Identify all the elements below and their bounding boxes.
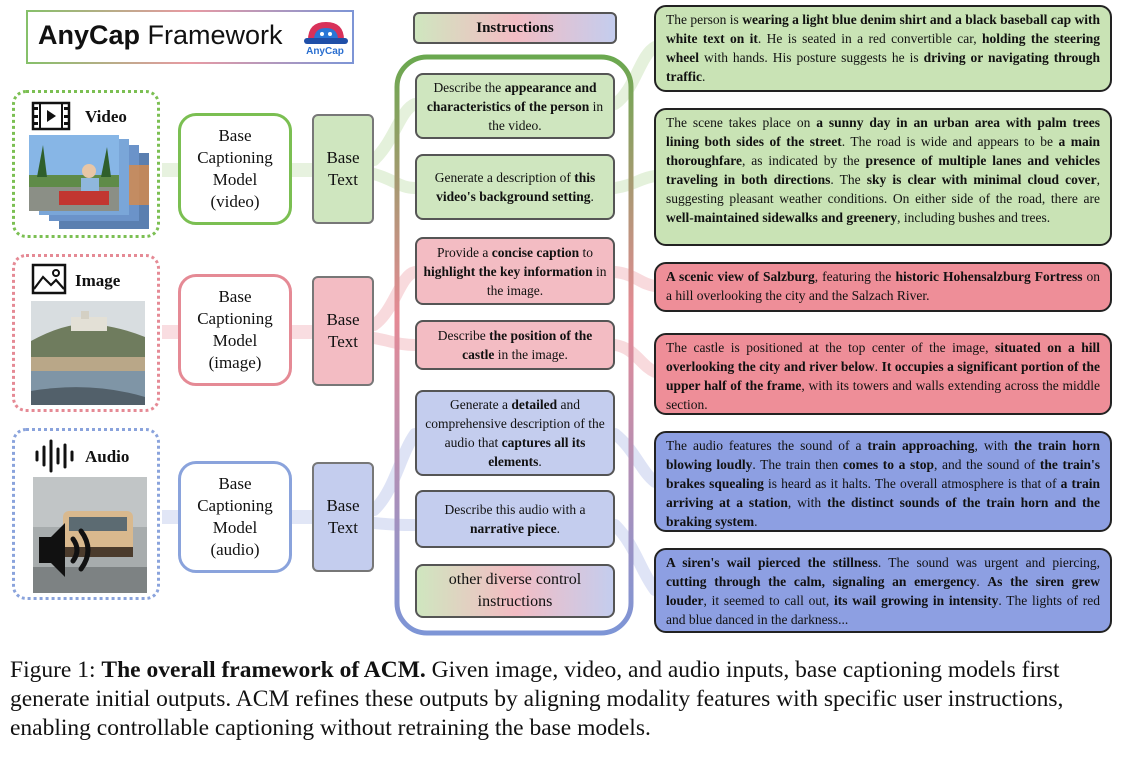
output-caption-box: A scenic view of Salzburg, featuring the… (654, 262, 1112, 312)
anycap-logo-icon (304, 22, 348, 44)
model-line: Captioning (197, 148, 273, 167)
model-line: (video) (210, 192, 260, 211)
instruction-text: Generate a description of this video's b… (434, 170, 596, 204)
title-rest: Framework (140, 20, 283, 50)
salzburg-photo (31, 301, 145, 405)
instructions-frame (394, 54, 634, 636)
image-label: Image (75, 271, 121, 290)
base-text-line: Base (326, 496, 360, 515)
film-icon (31, 101, 71, 131)
output-caption-box: The castle is positioned at the top cent… (654, 333, 1112, 415)
base-text-line: Base (326, 310, 360, 329)
model-line: (audio) (210, 540, 260, 559)
figure-caption: Figure 1: The overall framework of ACM. … (10, 656, 1120, 743)
title-bold: AnyCap (38, 20, 141, 50)
instruction-box: Generate a description of this video's b… (415, 154, 615, 220)
video-input-panel: Video (12, 90, 160, 238)
caption-bold: The overall framework of ACM. (101, 657, 426, 683)
image-input-panel: Image (12, 254, 160, 412)
model-line: Model (212, 518, 258, 537)
model-line: Base (218, 474, 252, 493)
logo-text: AnyCap (306, 46, 344, 57)
framework-title: AnyCap Framework (38, 20, 283, 51)
picture-icon (31, 263, 67, 295)
instruction-box: Generate a detailed and comprehensive de… (415, 390, 615, 476)
model-line: Model (212, 170, 258, 189)
train-photo-with-speaker-icon (33, 477, 147, 593)
instruction-text: Describe this audio with a narrative pie… (444, 502, 586, 536)
model-line: Captioning (197, 309, 273, 328)
instruction-text: other diverse control instructions (448, 571, 582, 610)
instruction-box: Describe this audio with a narrative pie… (415, 490, 615, 548)
output-caption-box: The person is wearing a light blue denim… (654, 5, 1112, 92)
instruction-text: Describe the position of the castle in t… (437, 328, 593, 362)
instruction-text: Provide a concise caption to highlight t… (423, 244, 607, 298)
instruction-text: Describe the appearance and characterist… (426, 79, 604, 133)
model-line: Base (218, 126, 252, 145)
video-frames-thumbnail (29, 135, 149, 229)
framework-title-box: AnyCap Framework AnyCap (26, 10, 354, 64)
output-caption-box: The audio features the sound of a train … (654, 431, 1112, 532)
caption-text: Given image, video, and audio inputs, ba… (10, 657, 1064, 741)
instruction-text: Generate a detailed and comprehensive de… (425, 397, 605, 469)
audio-input-panel: Audio (12, 428, 160, 600)
output-caption-box: A siren's wail pierced the stillness. Th… (654, 548, 1112, 633)
model-line: Captioning (197, 496, 273, 515)
instruction-box: Describe the position of the castle in t… (415, 320, 615, 370)
base-text-line: Text (328, 332, 358, 351)
video-label: Video (85, 107, 127, 126)
base-text-line: Text (328, 170, 358, 189)
base-text-line: Base (326, 148, 360, 167)
instructions-header: Instructions (413, 12, 617, 44)
output-caption-box: The scene takes place on a sunny day in … (654, 108, 1112, 246)
instruction-box: Describe the appearance and characterist… (415, 73, 615, 139)
base-text-line: Text (328, 518, 358, 537)
instruction-box-diverse: other diverse control instructions (415, 564, 615, 618)
waveform-icon (35, 439, 74, 473)
audio-label: Audio (85, 447, 130, 466)
model-line: Base (218, 287, 252, 306)
instruction-box: Provide a concise caption to highlight t… (415, 237, 615, 305)
model-line: (image) (208, 353, 262, 372)
caption-prefix: Figure 1: (10, 657, 102, 683)
model-line: Model (212, 331, 258, 350)
